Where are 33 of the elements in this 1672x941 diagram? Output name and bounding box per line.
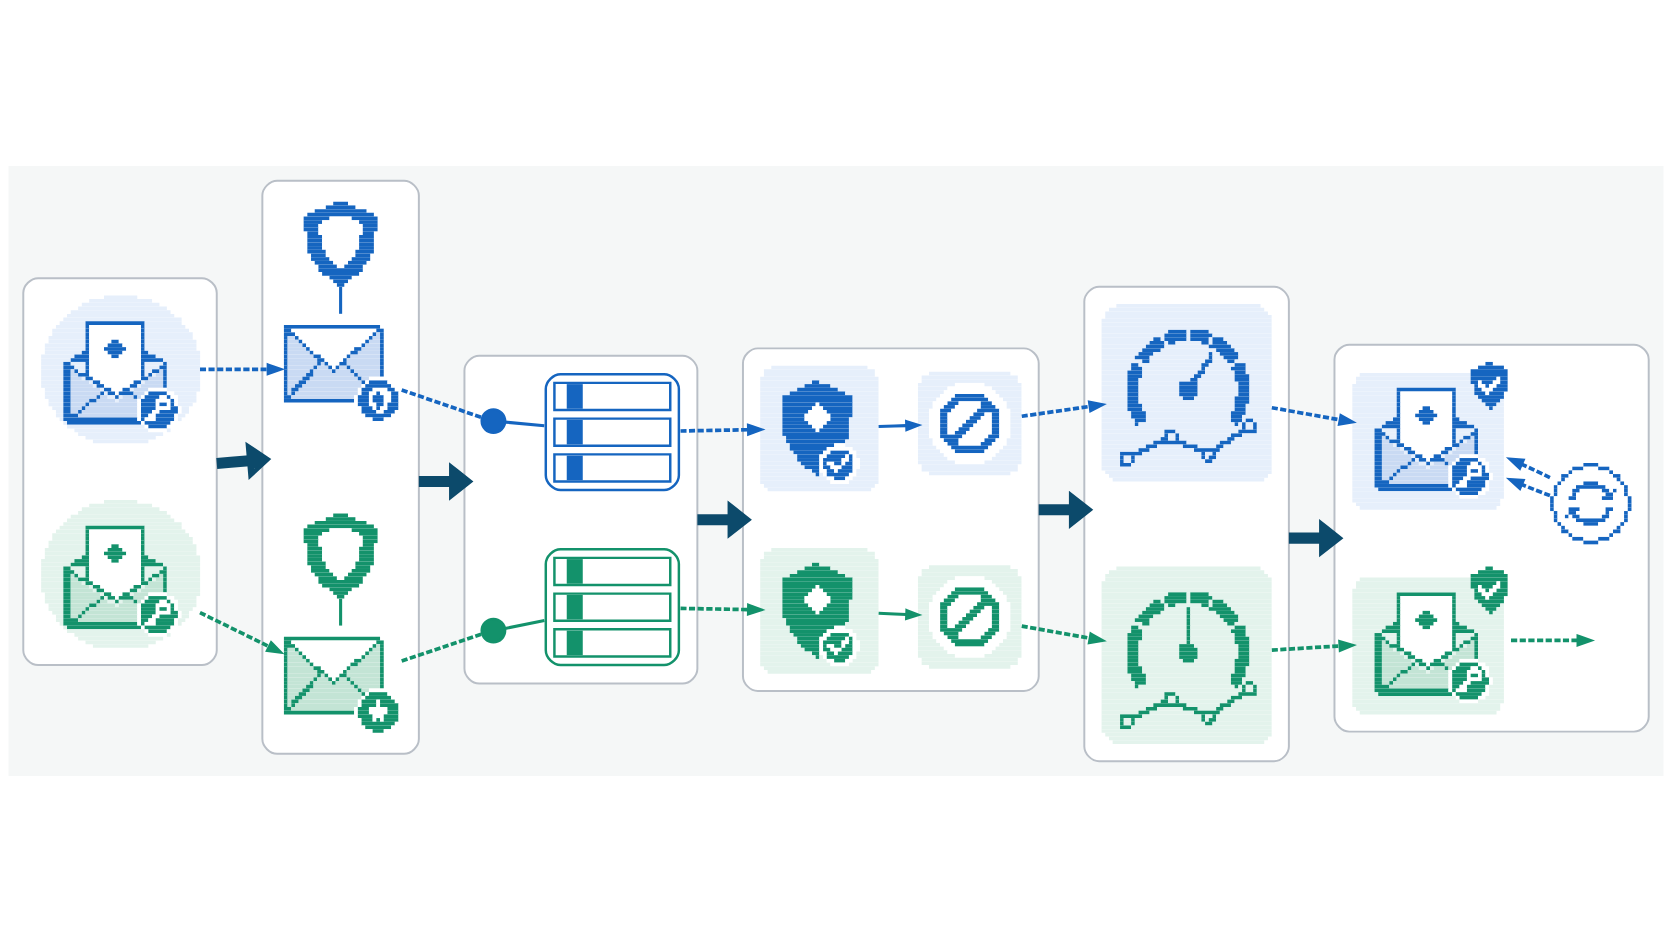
connector bbox=[505, 420, 545, 427]
arrow bbox=[216, 441, 272, 480]
arrow bbox=[1038, 490, 1094, 529]
arrow bbox=[1021, 399, 1107, 418]
connector bbox=[401, 387, 483, 419]
node-picture bbox=[544, 372, 681, 491]
arrow bbox=[1021, 623, 1107, 644]
arrow bbox=[1505, 456, 1551, 479]
node-picture bbox=[544, 547, 681, 666]
arrow bbox=[418, 461, 474, 501]
cluster bbox=[463, 354, 699, 685]
arrow bbox=[1288, 518, 1344, 557]
cluster bbox=[22, 276, 218, 666]
cluster bbox=[1333, 343, 1650, 733]
arrow bbox=[1271, 405, 1357, 426]
arrow bbox=[1511, 633, 1596, 647]
cluster bbox=[741, 346, 1040, 692]
arrow bbox=[697, 500, 752, 539]
arrow bbox=[680, 422, 766, 436]
arrow bbox=[1271, 639, 1357, 652]
connector bbox=[339, 598, 343, 626]
cluster bbox=[1083, 285, 1290, 762]
connector bbox=[401, 631, 483, 663]
connector bbox=[504, 618, 545, 630]
node-circle bbox=[480, 617, 507, 643]
node-circle bbox=[480, 407, 507, 434]
arrow bbox=[680, 602, 766, 616]
arrow bbox=[878, 419, 923, 432]
arrow bbox=[878, 607, 923, 620]
arrow bbox=[199, 610, 285, 654]
cluster bbox=[261, 179, 420, 755]
connector bbox=[339, 286, 343, 314]
arrow bbox=[1505, 477, 1551, 497]
